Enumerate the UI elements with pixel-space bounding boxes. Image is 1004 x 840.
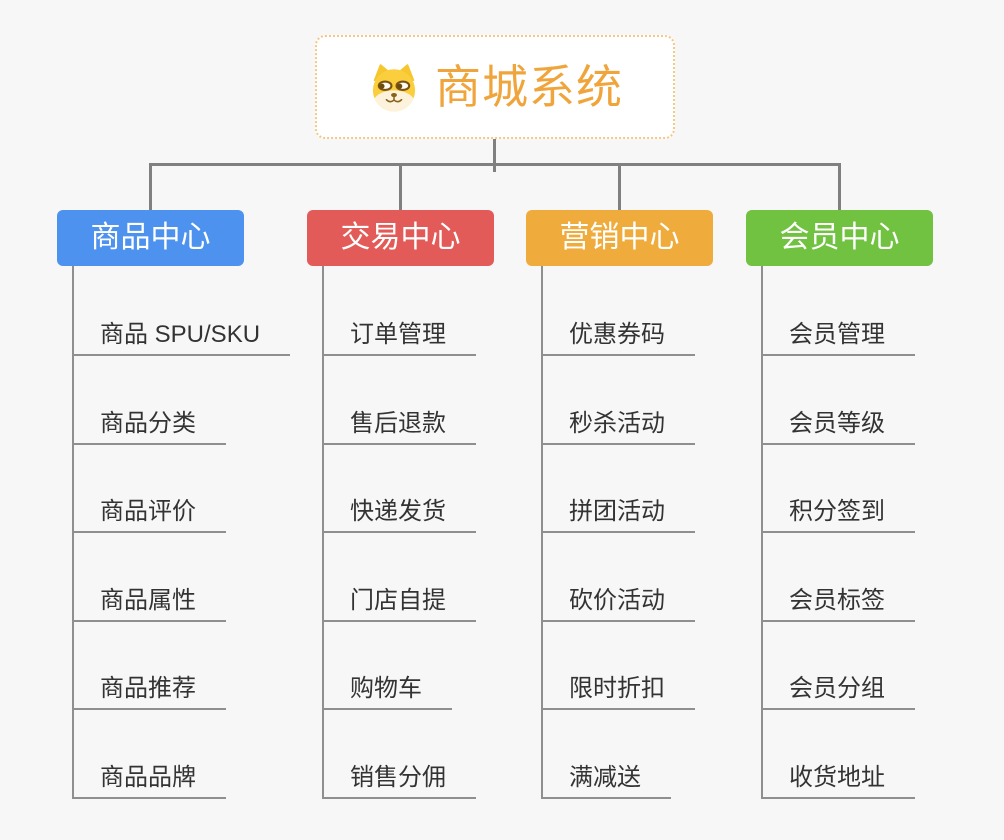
leaf-label: 订单管理 [350, 321, 446, 349]
root-title: 商城系统 [435, 61, 623, 113]
leaf-node[interactable]: 快递发货 [324, 445, 476, 533]
branch-items: 订单管理售后退款快递发货门店自提购物车销售分佣 [322, 266, 557, 799]
leaf-label: 商品品牌 [100, 763, 196, 791]
leaf-node[interactable]: 门店自提 [324, 533, 476, 622]
leaf-label: 优惠券码 [569, 321, 665, 349]
leaf-node[interactable]: 砍价活动 [543, 533, 695, 622]
leaf-label: 商品属性 [100, 586, 196, 614]
leaf-node[interactable]: 商品属性 [74, 533, 226, 622]
branch-node-marketing[interactable]: 营销中心 [526, 210, 713, 266]
leaf-node[interactable]: 收货地址 [763, 710, 915, 799]
connector-drop [618, 163, 621, 210]
branch-node-product[interactable]: 商品中心 [57, 210, 244, 266]
leaf-label: 会员分组 [789, 675, 885, 703]
branch-items: 商品 SPU/SKU 商品分类商品评价商品属性商品推荐商品品牌 [72, 266, 307, 799]
leaf-node[interactable]: 满减送 [543, 710, 671, 799]
connector-drop [149, 163, 152, 210]
leaf-label: 拼团活动 [569, 498, 665, 526]
leaf-label: 收货地址 [789, 763, 885, 791]
leaf-node[interactable]: 订单管理 [324, 266, 476, 356]
branch-column: 营销中心 优惠券码秒杀活动拼团活动砍价活动限时折扣满减送 [526, 163, 776, 799]
leaf-label: 秒杀活动 [569, 409, 665, 437]
leaf-node[interactable]: 拼团活动 [543, 445, 695, 533]
leaf-node[interactable]: 会员分组 [763, 622, 915, 710]
leaf-node[interactable]: 优惠券码 [543, 266, 695, 356]
leaf-node[interactable]: 会员等级 [763, 356, 915, 445]
branch-label: 会员中心 [779, 221, 900, 254]
branch-label: 交易中心 [340, 221, 461, 254]
leaf-label: 商品 SPU/SKU [100, 321, 261, 349]
leaf-label: 购物车 [350, 675, 422, 703]
connector-trunk [493, 139, 496, 172]
leaf-node[interactable]: 限时折扣 [543, 622, 695, 710]
leaf-label: 商品分类 [100, 409, 196, 437]
leaf-label: 积分签到 [789, 498, 885, 526]
leaf-node[interactable]: 售后退款 [324, 356, 476, 445]
branch-column: 交易中心 订单管理售后退款快递发货门店自提购物车销售分佣 [307, 163, 557, 799]
connector-drop [838, 163, 841, 210]
branch-items: 会员管理会员等级积分签到会员标签会员分组收货地址 [761, 266, 996, 799]
branch-items: 优惠券码秒杀活动拼团活动砍价活动限时折扣满减送 [541, 266, 776, 799]
leaf-node[interactable]: 会员管理 [763, 266, 915, 356]
leaf-node[interactable]: 秒杀活动 [543, 356, 695, 445]
leaf-label: 商品推荐 [100, 675, 196, 703]
leaf-node[interactable]: 商品推荐 [74, 622, 226, 710]
leaf-label: 限时折扣 [569, 675, 665, 703]
branch-column: 商品中心 商品 SPU/SKU 商品分类商品评价商品属性商品推荐商品品牌 [57, 163, 307, 799]
root-node[interactable]: 商城系统 [315, 35, 675, 139]
leaf-label: 商品评价 [100, 498, 196, 526]
branch-label: 商品中心 [90, 221, 211, 254]
connector-horizontal [149, 163, 841, 166]
leaf-label: 快递发货 [350, 498, 446, 526]
branch-node-member[interactable]: 会员中心 [746, 210, 933, 266]
leaf-label: 满减送 [569, 763, 641, 791]
leaf-node[interactable]: 会员标签 [763, 533, 915, 622]
leaf-label: 门店自提 [350, 586, 446, 614]
connector-drop [399, 163, 402, 210]
leaf-node[interactable]: 商品分类 [74, 356, 226, 445]
leaf-label: 售后退款 [350, 409, 446, 437]
leaf-node[interactable]: 购物车 [324, 622, 452, 710]
leaf-label: 会员等级 [789, 409, 885, 437]
leaf-node[interactable]: 商品评价 [74, 445, 226, 533]
branch-node-trade[interactable]: 交易中心 [307, 210, 494, 266]
leaf-node[interactable]: 商品品牌 [74, 710, 226, 799]
leaf-label: 会员管理 [789, 321, 885, 349]
leaf-label: 会员标签 [789, 586, 885, 614]
branch-column: 会员中心 会员管理会员等级积分签到会员标签会员分组收货地址 [746, 163, 996, 799]
branch-label: 营销中心 [559, 221, 680, 254]
leaf-node[interactable]: 销售分佣 [324, 710, 476, 799]
leaf-node[interactable]: 商品 SPU/SKU [74, 266, 291, 356]
leaf-label: 销售分佣 [350, 763, 446, 791]
leaf-node[interactable]: 积分签到 [763, 445, 915, 533]
leaf-label: 砍价活动 [569, 586, 665, 614]
doge-icon [367, 62, 421, 112]
